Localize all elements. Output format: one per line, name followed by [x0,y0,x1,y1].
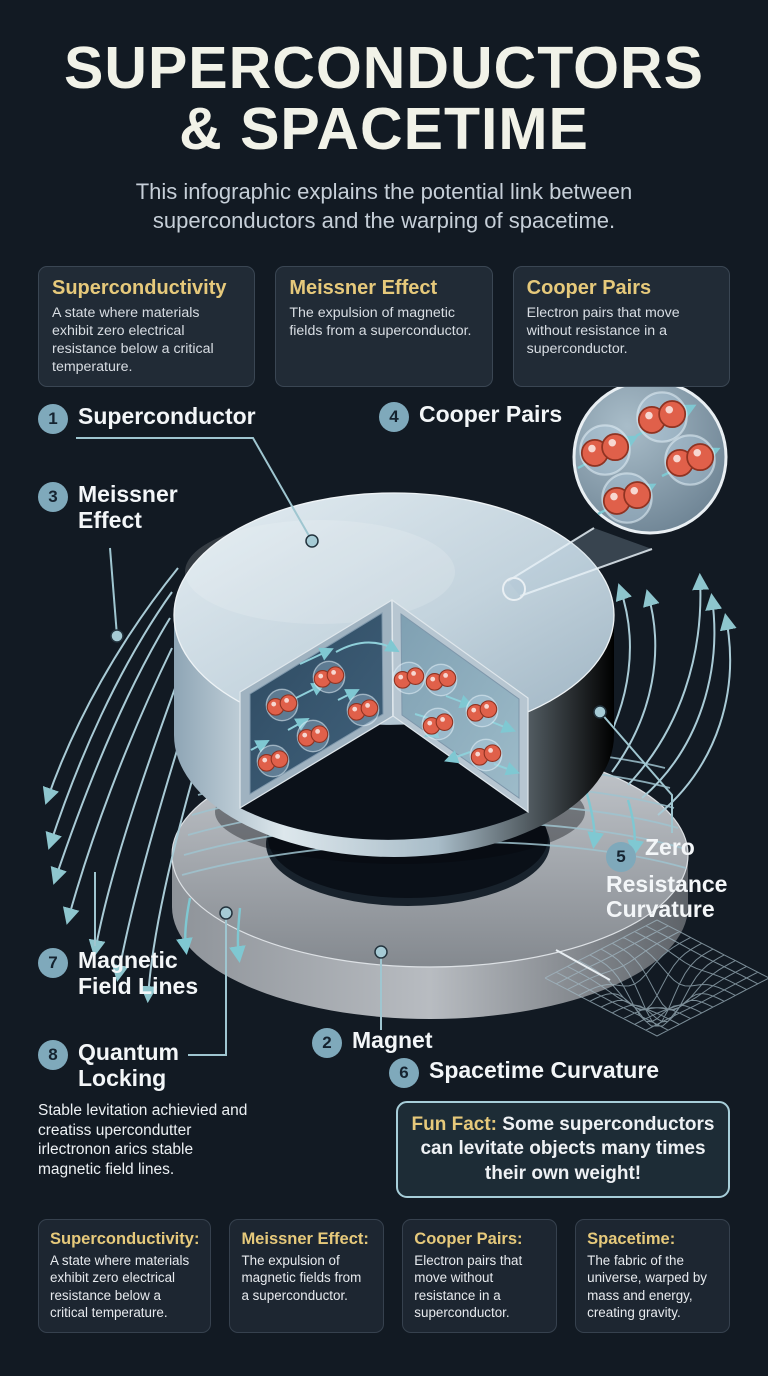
magnetic-field-lines-right [597,572,737,816]
label-spacetime-curvature: 6 Spacetime Curvature [389,1057,659,1088]
badge-7: 7 [38,948,68,978]
badge-3: 3 [38,482,68,512]
bottom-definition-cards: Superconductivity: A state where materia… [38,1219,731,1333]
card-cooper-pairs: Cooper Pairs Electron pairs that move wi… [512,266,730,388]
card-body: The fabric of the universe, warped by ma… [587,1252,707,1321]
cooper-pairs-right-panel [392,661,520,776]
card-title: Spacetime: [587,1230,676,1248]
label-quantum-locking: 8 Quantum Locking [38,1039,196,1092]
cooper-pairs-magnifier [502,379,728,601]
label-cooper-pairs: 4 Cooper Pairs [379,401,562,432]
label-magnet: 2 Magnet [312,1027,433,1058]
cooper-pairs-left-panel [250,639,400,778]
card-body: The expulsion of magnetic fields from a … [289,305,472,340]
card-title: Superconductivity [52,277,227,299]
spacetime-curvature-grid [544,919,768,1037]
leader-lines [76,437,673,1056]
card-body: Electron pairs that move without resista… [414,1252,523,1321]
badge-5: 5 [606,841,636,872]
title-line-2: & SPACETIME [179,96,589,163]
page-title: SUPERCONDUCTORS & SPACETIME [0,35,768,163]
magnifier-target-circle [502,577,526,601]
card-superconductivity-bottom: Superconductivity: A state where materia… [38,1219,212,1333]
magnetic-field-lines-left [42,567,201,1004]
subtitle-line-2: superconductors and the warping of space… [152,207,616,233]
card-meissner-bottom: Meissner Effect: The expulsion of magnet… [229,1219,385,1333]
card-superconductivity: Superconductivity A state where material… [38,266,256,388]
card-title: Cooper Pairs: [414,1230,523,1248]
card-title: Superconductivity: [50,1230,200,1248]
badge-6: 6 [389,1058,419,1088]
card-spacetime-bottom: Spacetime: The fabric of the universe, w… [575,1219,731,1333]
card-title: Cooper Pairs [526,277,652,299]
card-body: A state where materials exhibit zero ele… [50,1252,190,1321]
ring-down-arrows [176,789,644,963]
card-body: Electron pairs that move without resista… [526,305,680,358]
header: SUPERCONDUCTORS & SPACETIME This infogra… [0,35,768,235]
label-superconductor: 1 Superconductor [38,403,256,434]
card-title: Meissner Effect [289,277,438,299]
badge-1: 1 [38,404,68,434]
badge-2: 2 [312,1028,342,1058]
page-subtitle: This infographic explains the potential … [0,177,768,235]
subtitle-line-1: This infographic explains the potential … [135,178,633,204]
fun-fact-box: Fun Fact: Some superconductors can levit… [396,1101,730,1198]
fun-fact-label: Fun Fact: [411,1114,498,1135]
card-body: The expulsion of magnetic fields from a … [241,1252,362,1303]
badge-8: 8 [38,1040,68,1070]
badge-4: 4 [379,402,409,432]
card-body: A state where materials exhibit zero ele… [52,305,214,376]
fun-fact-text: Some superconductors can levitate object… [420,1114,715,1184]
card-meissner-effect: Meissner Effect The expulsion of magneti… [275,266,493,388]
card-cooper-bottom: Cooper Pairs: Electron pairs that move w… [402,1219,558,1333]
quantum-locking-description: Stable levitation achievied and creatiss… [38,1102,248,1178]
superconductor-disc [173,492,615,857]
title-line-1: SUPERCONDUCTORS [63,35,705,101]
label-meissner-effect: 3 Meissner Effect [38,481,188,534]
top-definition-cards: Superconductivity A state where material… [38,266,730,388]
label-magnetic-field-lines: 7 Magnetic Field Lines [38,947,210,1000]
card-title: Meissner Effect: [241,1230,369,1248]
